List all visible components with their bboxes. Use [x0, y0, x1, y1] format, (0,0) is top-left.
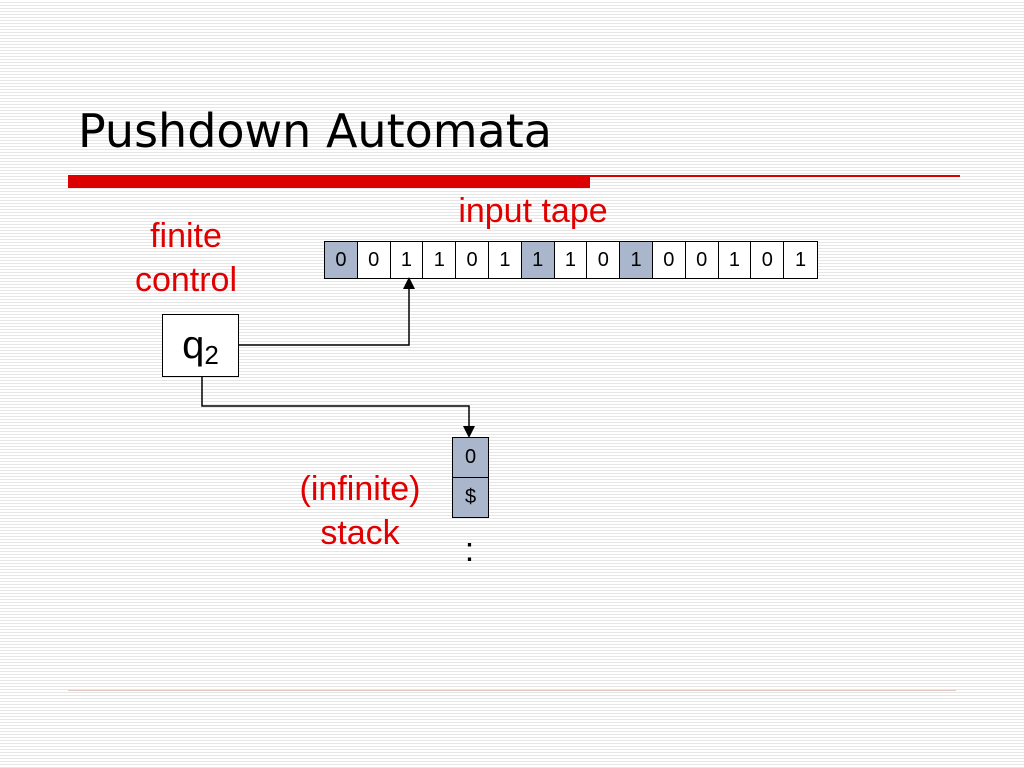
stack-cell: 0: [453, 438, 488, 478]
state-subscript: 2: [204, 340, 219, 370]
stack-top-arrow: [201, 377, 475, 438]
finite-control-state: q2: [162, 314, 239, 377]
tape-cell: 0: [325, 242, 358, 278]
input-tape-label: input tape: [458, 192, 608, 230]
stack-label-line1: (infinite): [299, 470, 421, 508]
tape-cell: 1: [521, 242, 555, 278]
tape-cell: 0: [652, 242, 686, 278]
finite-control-label-line2: control: [134, 261, 238, 299]
tape-cell: 1: [488, 242, 522, 278]
stack-label-line2: stack: [320, 514, 400, 552]
finite-control-label-line1: finite: [150, 217, 222, 255]
title-underline-rule: [590, 175, 960, 177]
stack-cell: $: [453, 478, 488, 517]
tape-cell: 1: [784, 242, 817, 278]
tape-cell: 1: [423, 242, 457, 278]
tape-cell: 0: [751, 242, 785, 278]
slide-title: Pushdown Automata: [78, 104, 552, 158]
tape-cell: 1: [554, 242, 588, 278]
title-underline-bar: [68, 175, 590, 188]
tape-cell: 0: [456, 242, 489, 278]
finite-control-label: finite control: [120, 214, 252, 302]
tape-cell: 0: [357, 242, 391, 278]
footer-rule: [68, 690, 956, 691]
state-name: q: [182, 323, 205, 367]
stack-continuation: :: [464, 531, 475, 569]
tape-cell: 1: [718, 242, 752, 278]
tape-cell: 1: [620, 242, 653, 278]
stack: 0$: [452, 437, 489, 518]
tape-cell: 1: [390, 242, 424, 278]
tape-head-arrow: [239, 277, 415, 346]
tape-cell: 0: [685, 242, 719, 278]
stack-label: (infinite) stack: [280, 467, 440, 555]
tape-cell: 0: [587, 242, 621, 278]
